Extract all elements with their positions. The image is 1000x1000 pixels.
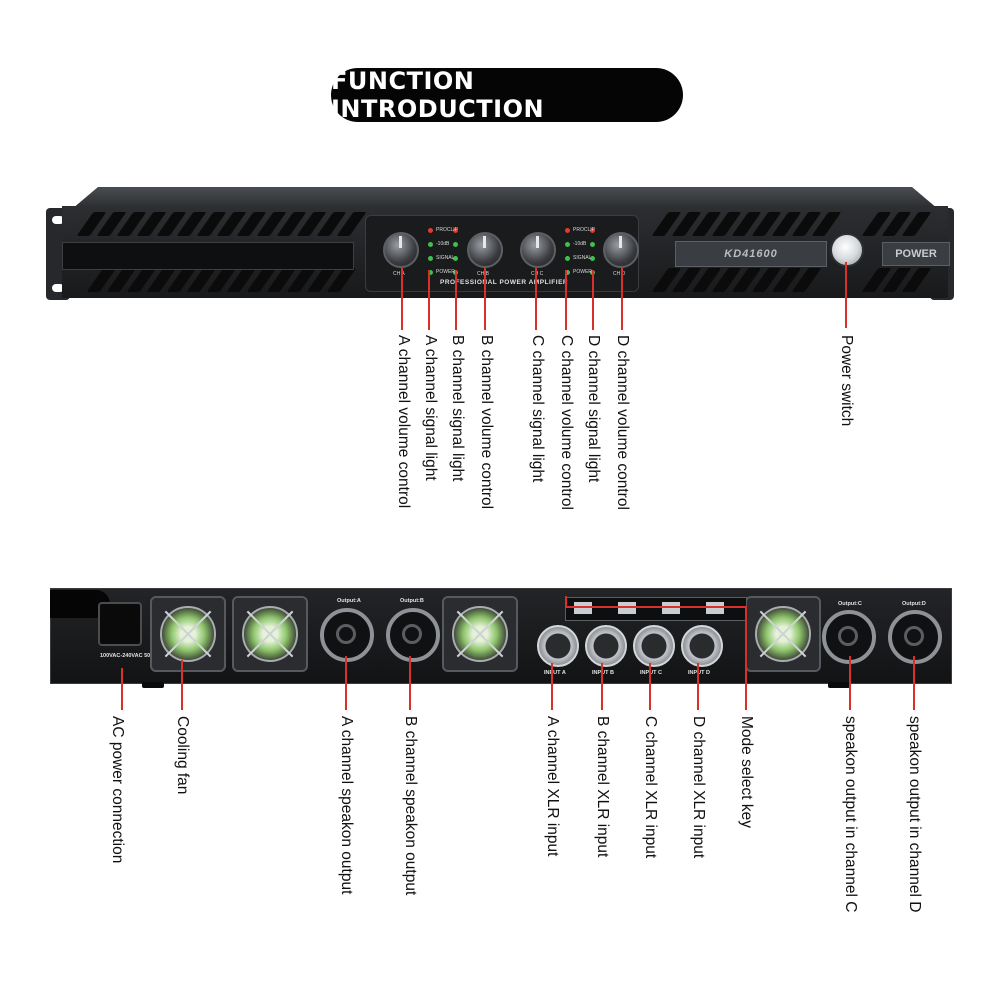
led-clip-a bbox=[428, 228, 433, 233]
cooling-fan-2 bbox=[232, 596, 308, 672]
front-trim-left bbox=[62, 242, 354, 270]
output-b-label: Output:B bbox=[400, 598, 424, 604]
model-badge: KD41600 bbox=[675, 241, 827, 267]
led-power-a bbox=[428, 270, 433, 275]
rear-foot-left bbox=[142, 682, 164, 688]
callout-b-volume: B channel volume control bbox=[478, 335, 495, 510]
xlr-input-b[interactable] bbox=[585, 625, 627, 667]
ac-rating-label: 100VAC-240VAC 50Hz-60Hz bbox=[100, 653, 172, 659]
ch-a-label: CH A bbox=[393, 271, 405, 277]
callout-a-speakon: A channel speakon output bbox=[338, 716, 355, 895]
led-10db-b bbox=[453, 242, 458, 247]
speakon-output-c[interactable] bbox=[822, 610, 876, 664]
led-label-10db-2: -10dB bbox=[573, 241, 587, 247]
front-panel-image: CH A CH B CH C CH D PROCLIP -10dB SIGNAL… bbox=[0, 0, 1000, 320]
speakon-output-b[interactable] bbox=[386, 608, 440, 662]
volume-knob-c[interactable] bbox=[520, 232, 556, 268]
led-label-clip: PROCLIP bbox=[436, 227, 458, 233]
callout-a-volume: A channel volume control bbox=[395, 335, 412, 509]
xlr-input-d[interactable] bbox=[681, 625, 723, 667]
panel-caption: PROFESSIONAL POWER AMPLIFIER bbox=[440, 279, 569, 286]
callout-a-signal: A channel signal light bbox=[422, 335, 439, 481]
led-signal-c bbox=[565, 256, 570, 261]
callout-c-speakon: speakon output in channel C bbox=[842, 716, 859, 913]
led-signal-b bbox=[453, 256, 458, 261]
volume-knob-a[interactable] bbox=[383, 232, 419, 268]
led-signal-a bbox=[428, 256, 433, 261]
xlr-input-c[interactable] bbox=[633, 625, 675, 667]
page-title: FUNCTION INTRODUCTION bbox=[331, 67, 545, 123]
ch-d-label: CH D bbox=[613, 271, 626, 277]
ac-inlet[interactable] bbox=[98, 602, 142, 646]
led-label-10db: -10dB bbox=[436, 241, 450, 247]
output-d-label: Output:D bbox=[902, 601, 926, 607]
power-badge-label: POWER bbox=[895, 248, 937, 260]
led-label-signal: SIGNAL bbox=[436, 255, 455, 261]
led-10db-c bbox=[565, 242, 570, 247]
callout-c-signal: C channel signal light bbox=[529, 335, 546, 483]
led-label-power-2: POWER bbox=[573, 269, 592, 275]
model-name: KD41600 bbox=[724, 248, 778, 260]
cooling-fan-4 bbox=[745, 596, 821, 672]
callout-b-xlr: B channel XLR input bbox=[594, 716, 611, 858]
led-label-power: POWER bbox=[436, 269, 455, 275]
mode-select-switch[interactable] bbox=[565, 597, 747, 621]
callout-d-signal: D channel signal light bbox=[585, 335, 602, 483]
led-power-c bbox=[565, 270, 570, 275]
cooling-fan-1 bbox=[150, 596, 226, 672]
led-clip-c bbox=[565, 228, 570, 233]
callout-d-speakon: speakon output in channel D bbox=[906, 716, 923, 913]
led-clip-d bbox=[590, 228, 595, 233]
xlr-input-a[interactable] bbox=[537, 625, 579, 667]
chassis-top bbox=[72, 187, 938, 209]
callout-a-xlr: A channel XLR input bbox=[544, 716, 561, 857]
callout-b-signal: B channel signal light bbox=[449, 335, 466, 482]
ch-b-label: CH B bbox=[477, 271, 489, 277]
input-c-label: INPUT C bbox=[640, 670, 662, 676]
title-pill: FUNCTION INTRODUCTION bbox=[331, 67, 683, 123]
callout-mode-select: Mode select key bbox=[738, 716, 755, 828]
callout-ac-power: AC power connection bbox=[109, 716, 126, 864]
speakon-output-a[interactable] bbox=[320, 608, 374, 662]
input-d-label: INPUT D bbox=[688, 670, 710, 676]
led-label-signal-2: SIGNAL bbox=[573, 255, 592, 261]
input-a-label: INPUT A bbox=[544, 670, 566, 676]
volume-knob-d[interactable] bbox=[603, 232, 639, 268]
rear-foot-right bbox=[828, 682, 850, 688]
callout-d-volume: D channel volume control bbox=[614, 335, 631, 510]
volume-knob-b[interactable] bbox=[467, 232, 503, 268]
output-c-label: Output:C bbox=[838, 601, 862, 607]
power-switch-button[interactable] bbox=[830, 233, 864, 267]
ch-c-label: CH C bbox=[531, 271, 544, 277]
callout-c-volume: C channel volume control bbox=[558, 335, 575, 510]
callout-b-speakon: B channel speakon output bbox=[402, 716, 419, 896]
callout-c-xlr: C channel XLR input bbox=[642, 716, 659, 859]
callout-d-xlr: D channel XLR input bbox=[690, 716, 707, 859]
output-a-label: Output:A bbox=[337, 598, 361, 604]
led-signal-d bbox=[590, 256, 595, 261]
led-clip-b bbox=[453, 228, 458, 233]
callout-power-switch: Power switch bbox=[838, 335, 855, 427]
input-b-label: INPUT B bbox=[592, 670, 614, 676]
power-badge: POWER bbox=[882, 242, 950, 266]
speakon-output-d[interactable] bbox=[888, 610, 942, 664]
cooling-fan-3 bbox=[442, 596, 518, 672]
led-10db-a bbox=[428, 242, 433, 247]
led-10db-d bbox=[590, 242, 595, 247]
callout-cooling-fan: Cooling fan bbox=[174, 716, 191, 795]
led-label-clip-2: PROCLIP bbox=[573, 227, 595, 233]
